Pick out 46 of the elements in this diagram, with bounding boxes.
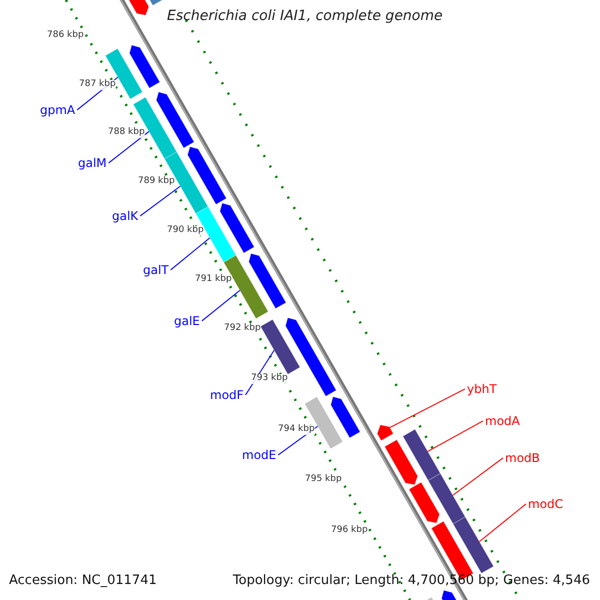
gene-label: galE	[174, 315, 200, 328]
scale-label: 787 kbp	[79, 80, 116, 90]
leader-line	[108, 131, 150, 164]
gene-bar	[441, 590, 458, 600]
gene-bar	[402, 428, 441, 481]
gene-bar	[248, 253, 286, 309]
leader-line	[140, 186, 181, 216]
leader-line	[478, 503, 526, 542]
gene-label: galT	[143, 264, 169, 278]
leader-line	[201, 290, 240, 322]
scale-label: 786 kbp	[47, 31, 84, 41]
scale-label: 794 kbp	[278, 425, 315, 435]
gene-label: galM	[78, 157, 107, 170]
gene-label: ybhT	[467, 383, 497, 396]
gene-label: gpmA	[40, 104, 76, 118]
gene-bar	[408, 482, 440, 524]
gene-bar	[428, 473, 466, 524]
gene-bar	[452, 516, 494, 574]
gene-label: galK	[112, 210, 138, 224]
gene-bar	[376, 424, 394, 442]
gene-label: modE	[242, 449, 276, 462]
gene-bar	[220, 202, 255, 254]
leader-line	[452, 457, 504, 496]
scale-label: 791 kbp	[195, 275, 232, 285]
scale-label: 792 kbp	[224, 324, 261, 334]
gene-bar	[260, 319, 300, 375]
leader-line	[427, 420, 484, 452]
leader-line	[389, 388, 466, 428]
scale-label: 789 kbp	[138, 177, 175, 187]
genome-title: Escherichia coli IAI1, complete genome	[167, 9, 443, 24]
gene-bar	[187, 146, 227, 205]
gene-bar	[384, 439, 418, 486]
gene-label: modC	[528, 498, 564, 512]
scale-label: 793 kbp	[251, 374, 288, 384]
gene-bar	[156, 92, 194, 148]
leader-line	[170, 237, 210, 270]
scale-label: 795 kbp	[305, 475, 342, 485]
scale-label: 788 kbp	[108, 128, 145, 138]
gene-label: modF	[210, 389, 244, 402]
gene-bar	[129, 44, 160, 89]
scale-label: 790 kbp	[167, 226, 204, 236]
gene-label: modB	[505, 452, 540, 466]
gene-bar	[330, 396, 360, 438]
footer-text: Accession: NC_011741	[9, 574, 157, 588]
scale-label: 796 kbp	[331, 526, 368, 536]
gene-label: modA	[485, 415, 520, 428]
